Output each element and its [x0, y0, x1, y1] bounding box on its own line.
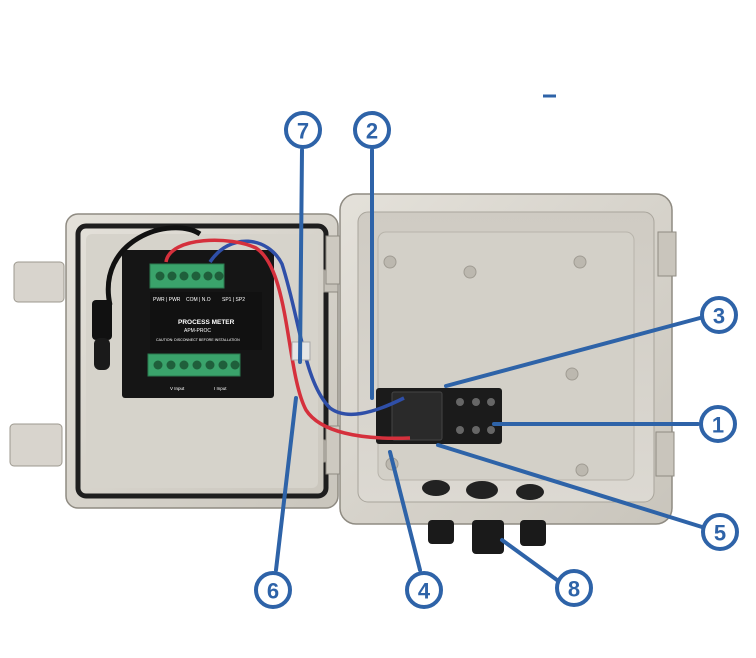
callout-7: 7: [284, 111, 322, 149]
terminal-header-mid: COM | N.O: [186, 297, 211, 303]
callout-5-label: 5: [714, 521, 726, 546]
callout-3-label: 3: [713, 304, 725, 329]
callout-1-label: 1: [712, 413, 724, 438]
callout-8: 8: [555, 569, 593, 607]
callout-3: 3: [700, 296, 738, 334]
input-label-right: I Input: [214, 386, 227, 391]
wire-red: [164, 238, 411, 441]
dc-plug-tip: [94, 338, 110, 370]
gland-nut-3: [516, 484, 544, 500]
process-meter: PWR | PWR COM | N.O SP1 | SP2 PROCESS ME…: [122, 250, 274, 398]
relay-assembly: [376, 388, 502, 444]
callout-2: 2: [353, 111, 391, 149]
terminal-screws-top: [155, 271, 224, 281]
terminal-screws-bottom: [153, 360, 240, 370]
relay-module: [391, 391, 443, 441]
callout-8-label: 8: [568, 577, 580, 602]
callout-4-label: 4: [418, 579, 431, 604]
callouts: 7 2 3 1 5 4 6 8: [254, 111, 739, 609]
gland-1: [428, 520, 454, 544]
dc-plug-housing: [92, 300, 112, 340]
leader-8: [500, 538, 559, 582]
callout-6: 6: [254, 571, 292, 609]
callout-5: 5: [701, 513, 739, 551]
callout-leaders: [274, 148, 704, 582]
relay-screws: [456, 398, 495, 434]
dc-power-cable: [92, 225, 202, 370]
gland-2: [472, 520, 504, 554]
dc-cable: [105, 225, 202, 306]
callout-7-label: 7: [297, 119, 309, 144]
leader-4: [388, 450, 422, 572]
meter-label-plate: [150, 292, 262, 350]
leader-3: [444, 316, 702, 388]
terminal-header-right: SP1 | SP2: [222, 297, 245, 303]
meter-title: PROCESS METER: [178, 319, 235, 326]
enclosure-base: [325, 193, 677, 525]
callout-1: 1: [699, 405, 737, 443]
lid-hinge-tab-bottom: [9, 423, 63, 467]
callout-6-label: 6: [267, 579, 279, 604]
leader-5: [436, 443, 704, 529]
leader-7: [298, 148, 304, 364]
meter-model: APM-PROC: [184, 328, 211, 334]
gland-3: [520, 520, 546, 546]
meter-caution: CAUTION: DISCONNECT BEFORE INSTALLATION: [156, 338, 240, 342]
callout-2-label: 2: [366, 119, 378, 144]
lid-gasket: [75, 223, 329, 499]
gland-nut-1: [422, 480, 450, 496]
base-latch-bottom: [655, 431, 675, 477]
lid-hinge-tab-top: [13, 261, 65, 303]
terminal-header-left: PWR | PWR: [153, 297, 181, 303]
input-label-left: V Input: [170, 386, 185, 391]
gland-nut-2: [466, 481, 498, 499]
leader-6: [274, 396, 298, 572]
base-latch-top: [657, 231, 677, 277]
cable-glands: [422, 480, 546, 554]
callout-4: 4: [405, 571, 443, 609]
